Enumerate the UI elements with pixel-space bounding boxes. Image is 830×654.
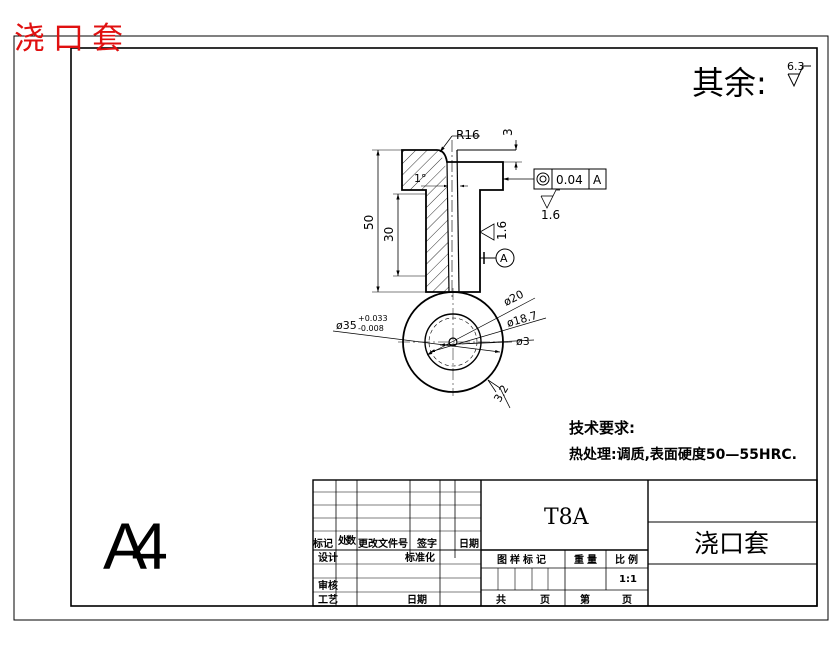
tb-col-mark: 标记 (312, 537, 333, 550)
tb-col-sign: 签字 (416, 537, 437, 550)
outer-frame (13, 35, 829, 621)
tb-stage-mark: 图样标记 (497, 553, 549, 566)
dim-30: 30 (382, 227, 396, 242)
tb-col-doc: 更改文件号 (358, 537, 408, 550)
tb-page: 页 (622, 594, 632, 606)
tb-material: T8A (544, 505, 590, 530)
tb-date: 日期 (407, 593, 427, 606)
tb-review: 审核 (318, 579, 338, 592)
title-block-text: T8A 浇口套 标记 处数 更改文件号 签字 日期 设计 标准化 审核 工艺 日… (312, 505, 769, 606)
rough-32: 3.2 (491, 383, 511, 405)
dim-d35-lower: -0.008 (358, 324, 384, 333)
tb-process: 工艺 (318, 593, 338, 606)
section-view: 50 30 R16 3 1° 0.04 A (362, 128, 607, 300)
concentricity-icon (536, 172, 550, 186)
roughness-symbol-icon (479, 223, 495, 241)
dim-d3: ø3 (516, 335, 530, 348)
title-block (312, 479, 818, 607)
roughness-symbol-icon (487, 379, 511, 409)
dim-d35: ø35 (336, 319, 357, 332)
tb-no: 第 (580, 593, 590, 606)
tb-design: 设计 (318, 551, 338, 564)
rough-16-side: 1.6 (495, 221, 509, 240)
tb-col-date: 日期 (459, 537, 479, 550)
tb-col-count: 处数 (337, 534, 357, 547)
tech-req-heading: 技术要求: (569, 419, 635, 437)
roughness-symbol-icon (540, 189, 560, 209)
hatch-left-body (426, 190, 449, 292)
tb-weight: 重量 (574, 553, 600, 566)
tb-total: 共 (496, 593, 506, 606)
dim-d35-upper: +0.033 (358, 314, 388, 323)
tb-sheet: 页 (540, 594, 550, 606)
roughness-note-label: 其余: (692, 64, 767, 102)
tb-scale-value: 1:1 (619, 574, 637, 585)
dim-d187: ø18.7 (505, 309, 539, 330)
datum-a-circle (495, 248, 515, 268)
roughness-symbol-icon (787, 65, 811, 88)
tb-standard: 标准化 (404, 551, 435, 564)
tolerance-frame (533, 168, 607, 190)
hatch-left-flange (402, 150, 447, 190)
plan-view: ø35 +0.033 -0.008 ø20 ø18.7 ø3 3.2 (332, 288, 547, 409)
part-outline (401, 149, 504, 293)
dim-3: 3 (501, 128, 515, 136)
dim-angle: 1° (414, 172, 427, 185)
sheet-size: A4 (103, 509, 168, 583)
tech-req-line1: 热处理:调质,表面硬度50—55HRC. (569, 446, 797, 463)
dim-50: 50 (362, 215, 376, 230)
tolerance-value: 0.04 (556, 173, 583, 187)
tb-part-name: 浇口套 (694, 529, 769, 558)
dim-d20: ø20 (501, 288, 525, 309)
tolerance-datum: A (593, 173, 602, 187)
rough-16-bottom: 1.6 (541, 208, 560, 222)
datum-a-label: A (500, 252, 508, 265)
overlay-title: 浇口套 (14, 21, 131, 57)
dim-r16: R16 (456, 128, 480, 142)
tb-scale-label: 比例 (615, 553, 641, 566)
roughness-note-value: 6.3 (787, 60, 805, 73)
